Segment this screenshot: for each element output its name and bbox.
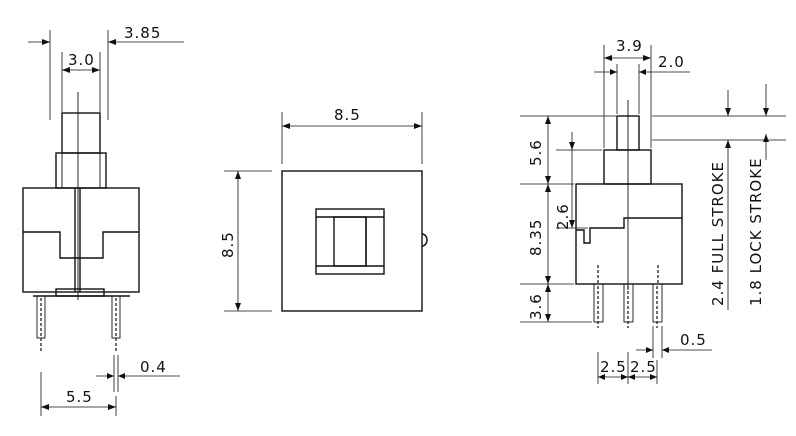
dim-3-85: 3.85: [124, 24, 161, 42]
dim-8-5-height: 8.5: [219, 231, 237, 258]
collar: [55, 152, 107, 189]
dim-2-5-left: 2.5: [600, 358, 627, 376]
terminal-right: [111, 295, 121, 339]
top-view: 8.5 8.5: [219, 106, 428, 312]
plunger: [61, 112, 101, 154]
dim-3-9: 3.9: [616, 37, 643, 55]
side-collar: [603, 149, 652, 185]
dim-8-5-width: 8.5: [334, 106, 361, 124]
switch-body: [22, 187, 140, 293]
button-outer: [315, 208, 385, 275]
dim-8-35: 8.35: [527, 219, 545, 256]
side-body-step: [576, 217, 682, 244]
side-notch: [421, 233, 428, 247]
front-view: 3.85 3.0 0.4 5.5: [22, 24, 184, 416]
button-inner: [333, 216, 367, 267]
side-view: 3.9 2.0 5.6 8.35 3.6 2.6: [520, 37, 786, 384]
full-stroke-label: 2.4 FULL STROKE: [709, 161, 727, 306]
body-step: [23, 231, 139, 259]
top-body-outline: [281, 170, 423, 312]
dim-0-4: 0.4: [140, 358, 167, 376]
dim-3-6: 3.6: [527, 293, 545, 320]
dim-2-5-right: 2.5: [630, 358, 657, 376]
dim-0-5: 0.5: [680, 331, 707, 349]
lock-stroke-label: 1.8 LOCK STROKE: [747, 157, 765, 306]
dim-2-0: 2.0: [658, 53, 685, 71]
side-body: [575, 183, 683, 285]
dim-5-6: 5.6: [527, 139, 545, 166]
terminal-left: [36, 295, 46, 339]
dim-2-6: 2.6: [554, 203, 572, 230]
dim-3-0: 3.0: [68, 51, 95, 69]
dim-5-5: 5.5: [66, 388, 93, 406]
